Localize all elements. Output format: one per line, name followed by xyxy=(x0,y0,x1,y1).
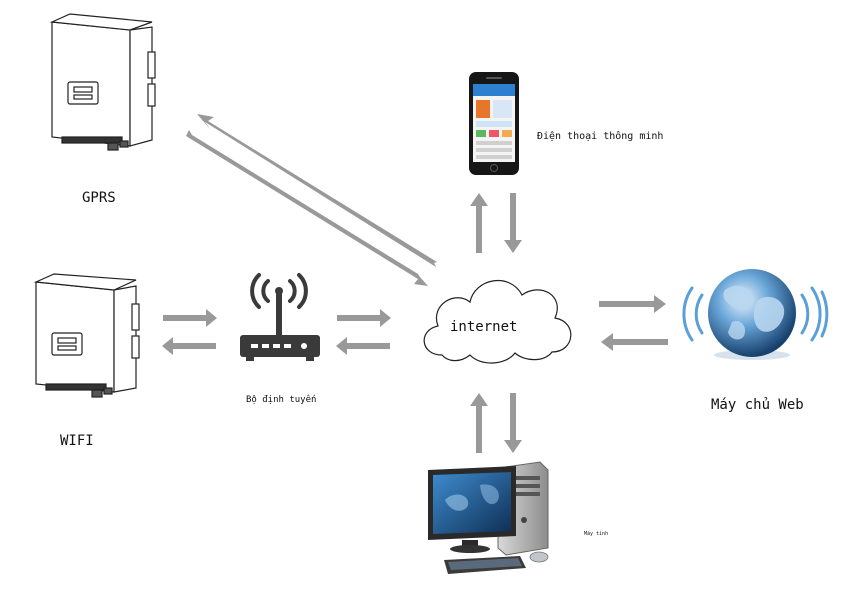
web-server-label: Máy chủ Web xyxy=(711,397,804,413)
arrow-computer-to-internet xyxy=(470,393,488,453)
arrow-server-to-internet xyxy=(601,333,668,351)
arrow-internet-to-server xyxy=(599,295,666,313)
smartphone-label: Điện thoại thông minh xyxy=(537,131,664,142)
inverter-gprs-icon xyxy=(49,13,156,151)
gprs-label: GPRS xyxy=(82,190,116,206)
arrow-internet-to-phone xyxy=(470,193,488,253)
wifi-label: WIFI xyxy=(60,433,94,449)
router-icon xyxy=(240,273,320,361)
globe-icon xyxy=(682,269,829,360)
arrows xyxy=(162,114,668,453)
arrow-internet-to-computer xyxy=(504,393,522,453)
internet-label: internet xyxy=(450,319,518,335)
desktop-computer-icon xyxy=(428,461,549,574)
arrow-router-to-internet xyxy=(337,309,391,327)
arrow-gprs-to-internet xyxy=(186,130,428,286)
computer-label: Máy tính xyxy=(584,531,609,537)
arrow-internet-to-router xyxy=(336,337,390,355)
router-label: Bộ định tuyến xyxy=(246,395,317,405)
arrow-router-to-inverter xyxy=(162,337,216,355)
arrow-inverter-to-router xyxy=(163,309,217,327)
inverter-wifi-icon xyxy=(33,273,140,398)
cloud-icon xyxy=(423,280,572,364)
smartphone-icon xyxy=(469,72,519,175)
arrow-phone-to-internet xyxy=(504,193,522,253)
arrow-internet-to-gprs xyxy=(197,114,437,267)
